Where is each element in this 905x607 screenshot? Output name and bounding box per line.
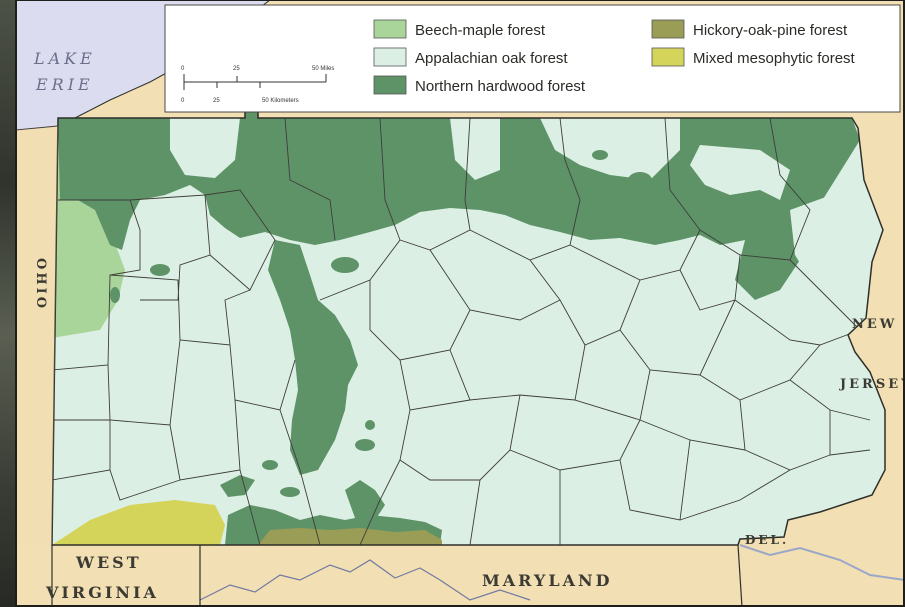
hardwood-spot-5: [110, 287, 120, 303]
scale-mi-50: 50 Miles: [312, 66, 334, 72]
legend-swatch-beech-maple: [373, 19, 407, 39]
legend-label-appalachian-oak: Appalachian oak forest: [415, 50, 568, 67]
map-legend: 0 25 50 Miles 0 25 50 Kilometers Beech-m…: [164, 4, 901, 113]
background-photo-strip: [0, 0, 16, 607]
map-frame: [15, 0, 905, 607]
ohio-region: [16, 126, 58, 545]
delaware-label: DEL.: [745, 533, 789, 547]
hardwood-spot-7: [365, 420, 375, 430]
hardwood-spot-6: [355, 439, 375, 451]
west-virginia-label-line1: WEST: [75, 553, 142, 572]
new-jersey-label-line2: JERSEY: [839, 377, 905, 392]
pennsylvania-border: [51, 99, 886, 546]
hickory-oak-pine-region: [258, 528, 442, 545]
oak-island-2: [450, 118, 500, 180]
scale-km-50: 50 Kilometers: [262, 98, 299, 104]
scale-bar: 0 25 50 Miles 0 25 50 Kilometers: [181, 66, 334, 104]
legend-swatch-hickory-oak-pine: [651, 19, 685, 39]
oak-island-4: [690, 145, 790, 200]
scale-km-0: 0: [181, 98, 185, 104]
oak-island-1: [170, 118, 240, 178]
legend-swatch-northern-hardwood: [373, 75, 407, 95]
pennsylvania: [52, 100, 885, 545]
legend-label-beech-maple: Beech-maple forest: [415, 22, 546, 39]
legend-label-mixed-mesophytic: Mixed mesophytic forest: [693, 50, 856, 67]
maryland-river: [199, 559, 441, 601]
oak-island-3: [540, 118, 680, 180]
hardwood-spot-4: [150, 264, 170, 276]
scale-mi-0: 0: [181, 66, 185, 72]
hardwood-spot-1: [628, 172, 652, 188]
hardwood-spot-3: [331, 257, 359, 273]
md-de-border: [737, 544, 743, 607]
county-lines: [52, 117, 871, 545]
legend-box: [164, 4, 901, 113]
scale-km-25: 25: [213, 98, 220, 104]
mixed-mesophytic-region: [52, 500, 225, 545]
lake-label-line1: LAKE: [33, 49, 96, 68]
ohio-label: OHIO: [33, 258, 48, 311]
legend-swatch-mixed-mesophytic: [651, 47, 685, 67]
hardwood-spot-8: [262, 460, 278, 470]
hardwood-spot-10: [345, 480, 385, 520]
hardwood-spot-9: [220, 475, 255, 497]
legend-swatch-appalachian-oak: [373, 47, 407, 67]
west-virginia-label-line2: VIRGINIA: [45, 583, 159, 602]
maryland-label: MARYLAND: [482, 571, 613, 590]
scale-mi-25: 25: [233, 66, 240, 72]
new-jersey-label-line1: NEW: [852, 317, 897, 332]
maryland-river-2: [439, 579, 531, 601]
hardwood-spot-11: [280, 487, 300, 497]
hardwood-spot-2: [592, 150, 608, 160]
legend-label-northern-hardwood: Northern hardwood forest: [415, 78, 586, 95]
legend-label-hickory-oak-pine: Hickory-oak-pine forest: [693, 22, 848, 39]
northern-hardwood-ridge: [268, 240, 358, 475]
delaware-river: [739, 544, 905, 581]
lake-label-line2: ERIE: [35, 75, 94, 94]
